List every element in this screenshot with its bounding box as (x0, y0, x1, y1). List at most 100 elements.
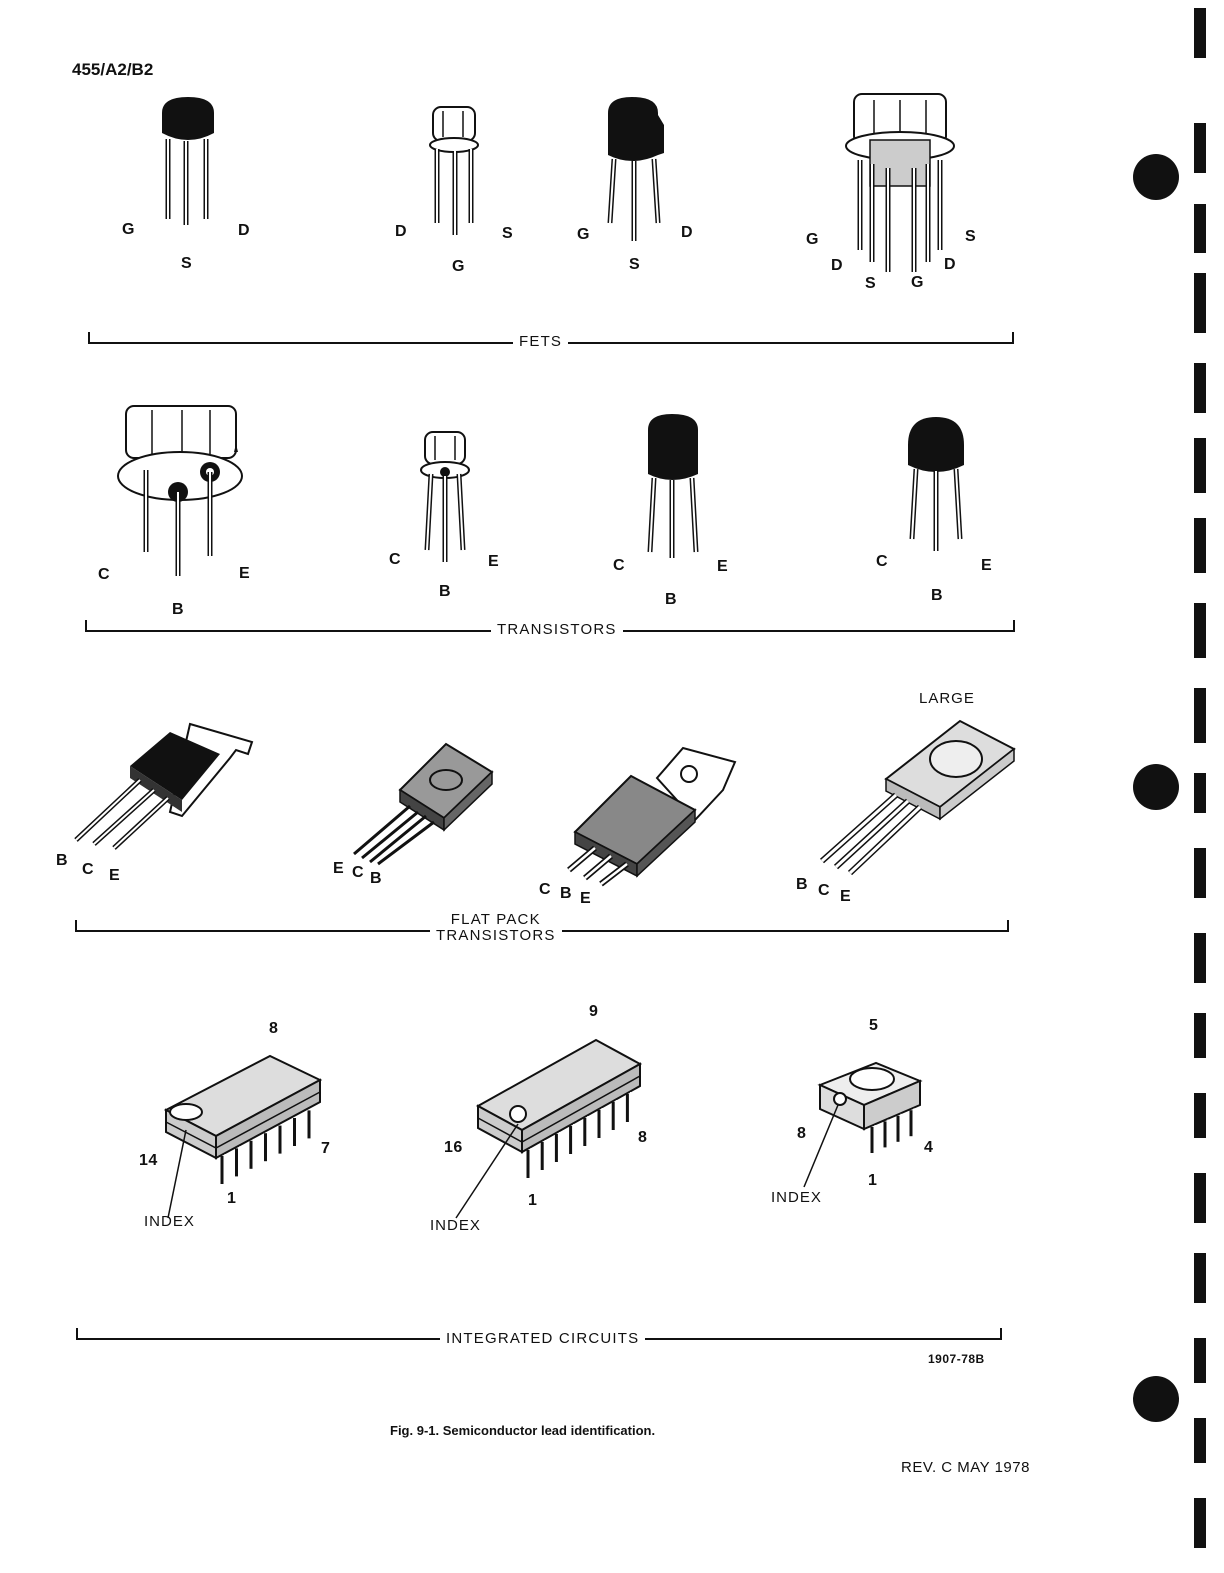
ic-14pin-right-pin: 7 (321, 1140, 330, 1158)
figure-caption: Fig. 9-1. Semiconductor lead identificat… (390, 1423, 655, 1438)
transistor-4-lead-c: C (876, 553, 888, 571)
flatpack-2-lead-b: B (370, 870, 382, 888)
binder-hole (1133, 1376, 1179, 1422)
fet-4-lead-s-outer: S (965, 228, 976, 246)
flatpack-4-size-label: LARGE (919, 690, 975, 707)
flatpack-3-drawing (555, 740, 745, 885)
flatpack-4-lead-b: B (796, 876, 808, 894)
fet-4-lead-s-inner: S (865, 275, 876, 293)
fet-3-lead-d: D (681, 224, 693, 242)
flatpack-section-label-line2: TRANSISTORS (436, 928, 556, 944)
ic-8pin-drawing (810, 1055, 930, 1175)
revision-note: REV. C MAY 1978 (901, 1459, 1030, 1476)
flatpack-1-lead-e: E (109, 867, 120, 885)
margin-bar (1194, 123, 1206, 173)
transistor-1-lead-c: C (98, 566, 110, 584)
margin-bar (1194, 1498, 1206, 1548)
margin-bar (1194, 773, 1206, 813)
transistor-3-lead-e: E (717, 558, 728, 576)
transistor-3-drawing (638, 412, 708, 562)
fet-4-lead-g-outer: G (806, 231, 819, 249)
ic-16pin-top-pin: 9 (589, 1003, 598, 1021)
fet-4-lead-d-left: D (831, 257, 843, 275)
margin-bar (1194, 1173, 1206, 1223)
margin-bar (1194, 518, 1206, 573)
ic-8pin-top-pin: 5 (869, 1017, 878, 1035)
flatpack-1-drawing (70, 720, 260, 850)
flatpack-section-label-line1: FLAT PACK (436, 912, 556, 928)
margin-bar (1194, 1418, 1206, 1463)
ic-8pin-left-pin: 8 (797, 1125, 806, 1143)
margin-bar (1194, 688, 1206, 743)
fet-4-lead-d-right: D (944, 256, 956, 274)
fet-2-lead-s: S (502, 225, 513, 243)
margin-bar (1194, 273, 1206, 333)
flatpack-2-lead-e: E (333, 860, 344, 878)
fet-3-lead-g: G (577, 226, 590, 244)
margin-bar (1194, 933, 1206, 983)
fet-1-lead-g: G (122, 221, 135, 239)
transistors-section-label: TRANSISTORS (491, 622, 623, 638)
transistor-3-lead-b: B (665, 591, 677, 609)
flatpack-4-drawing (810, 715, 1020, 875)
transistor-1-drawing (110, 400, 260, 580)
margin-bar (1194, 848, 1206, 898)
ic-14pin-left-pin: 14 (139, 1152, 158, 1170)
margin-bar (1194, 1093, 1206, 1138)
fet-1-lead-d: D (238, 222, 250, 240)
margin-bar (1194, 1338, 1206, 1383)
fet-4-drawing (840, 90, 960, 275)
transistor-4-lead-b: B (931, 587, 943, 605)
flatpack-3-lead-e: E (580, 890, 591, 908)
fet-3-drawing (598, 95, 678, 245)
ic-8pin-right-pin: 4 (924, 1139, 933, 1157)
ic-14pin-top-pin: 8 (269, 1020, 278, 1038)
ic-16pin-index-label: INDEX (430, 1217, 481, 1234)
page-id: 455/A2/B2 (72, 60, 153, 80)
ic-16pin-right-pin: 8 (638, 1129, 647, 1147)
margin-bar (1194, 1013, 1206, 1058)
flatpack-1-lead-c: C (82, 861, 94, 879)
figure-code: 1907-78B (928, 1352, 985, 1366)
ic-14pin-drawing (150, 1040, 330, 1190)
flatpack-2-drawing (340, 740, 500, 865)
transistor-4-drawing (900, 415, 970, 555)
margin-bar (1194, 603, 1206, 658)
fet-2-lead-d: D (395, 223, 407, 241)
fet-1-drawing (150, 95, 230, 230)
ic-16pin-bottom-pin: 1 (528, 1192, 537, 1210)
binder-hole (1133, 764, 1179, 810)
transistor-2-lead-b: B (439, 583, 451, 601)
fet-2-drawing (425, 105, 485, 240)
flatpack-2-lead-c: C (352, 864, 364, 882)
margin-bar (1194, 438, 1206, 493)
transistor-4-lead-e: E (981, 557, 992, 575)
transistor-2-lead-c: C (389, 551, 401, 569)
transistor-1-lead-b: B (172, 601, 184, 619)
fet-4-lead-g-inner: G (911, 274, 924, 292)
fet-1-lead-s: S (181, 255, 192, 273)
margin-bar (1194, 8, 1206, 58)
flatpack-4-lead-e: E (840, 888, 851, 906)
transistor-2-drawing (415, 430, 475, 565)
fet-3-lead-s: S (629, 256, 640, 274)
transistor-2-lead-e: E (488, 553, 499, 571)
ic-16pin-drawing (470, 1030, 650, 1180)
flatpack-3-lead-b: B (560, 885, 572, 903)
margin-bar (1194, 1253, 1206, 1303)
flatpack-1-lead-b: B (56, 852, 68, 870)
flatpack-3-lead-c: C (539, 881, 551, 899)
flatpack-section-label: FLAT PACK TRANSISTORS (430, 912, 562, 944)
ic-8pin-index-label: INDEX (771, 1189, 822, 1206)
margin-bar (1194, 204, 1206, 253)
ic-16pin-left-pin: 16 (444, 1139, 463, 1157)
ic-8pin-bottom-pin: 1 (868, 1172, 877, 1190)
flatpack-4-lead-c: C (818, 882, 830, 900)
transistor-1-lead-e: E (239, 565, 250, 583)
ic-14pin-index-label: INDEX (144, 1213, 195, 1230)
transistor-3-lead-c: C (613, 557, 625, 575)
binder-hole (1133, 154, 1179, 200)
ic-14pin-bottom-pin: 1 (227, 1190, 236, 1208)
fets-section-label: FETS (513, 334, 568, 350)
fet-2-lead-g: G (452, 258, 465, 276)
